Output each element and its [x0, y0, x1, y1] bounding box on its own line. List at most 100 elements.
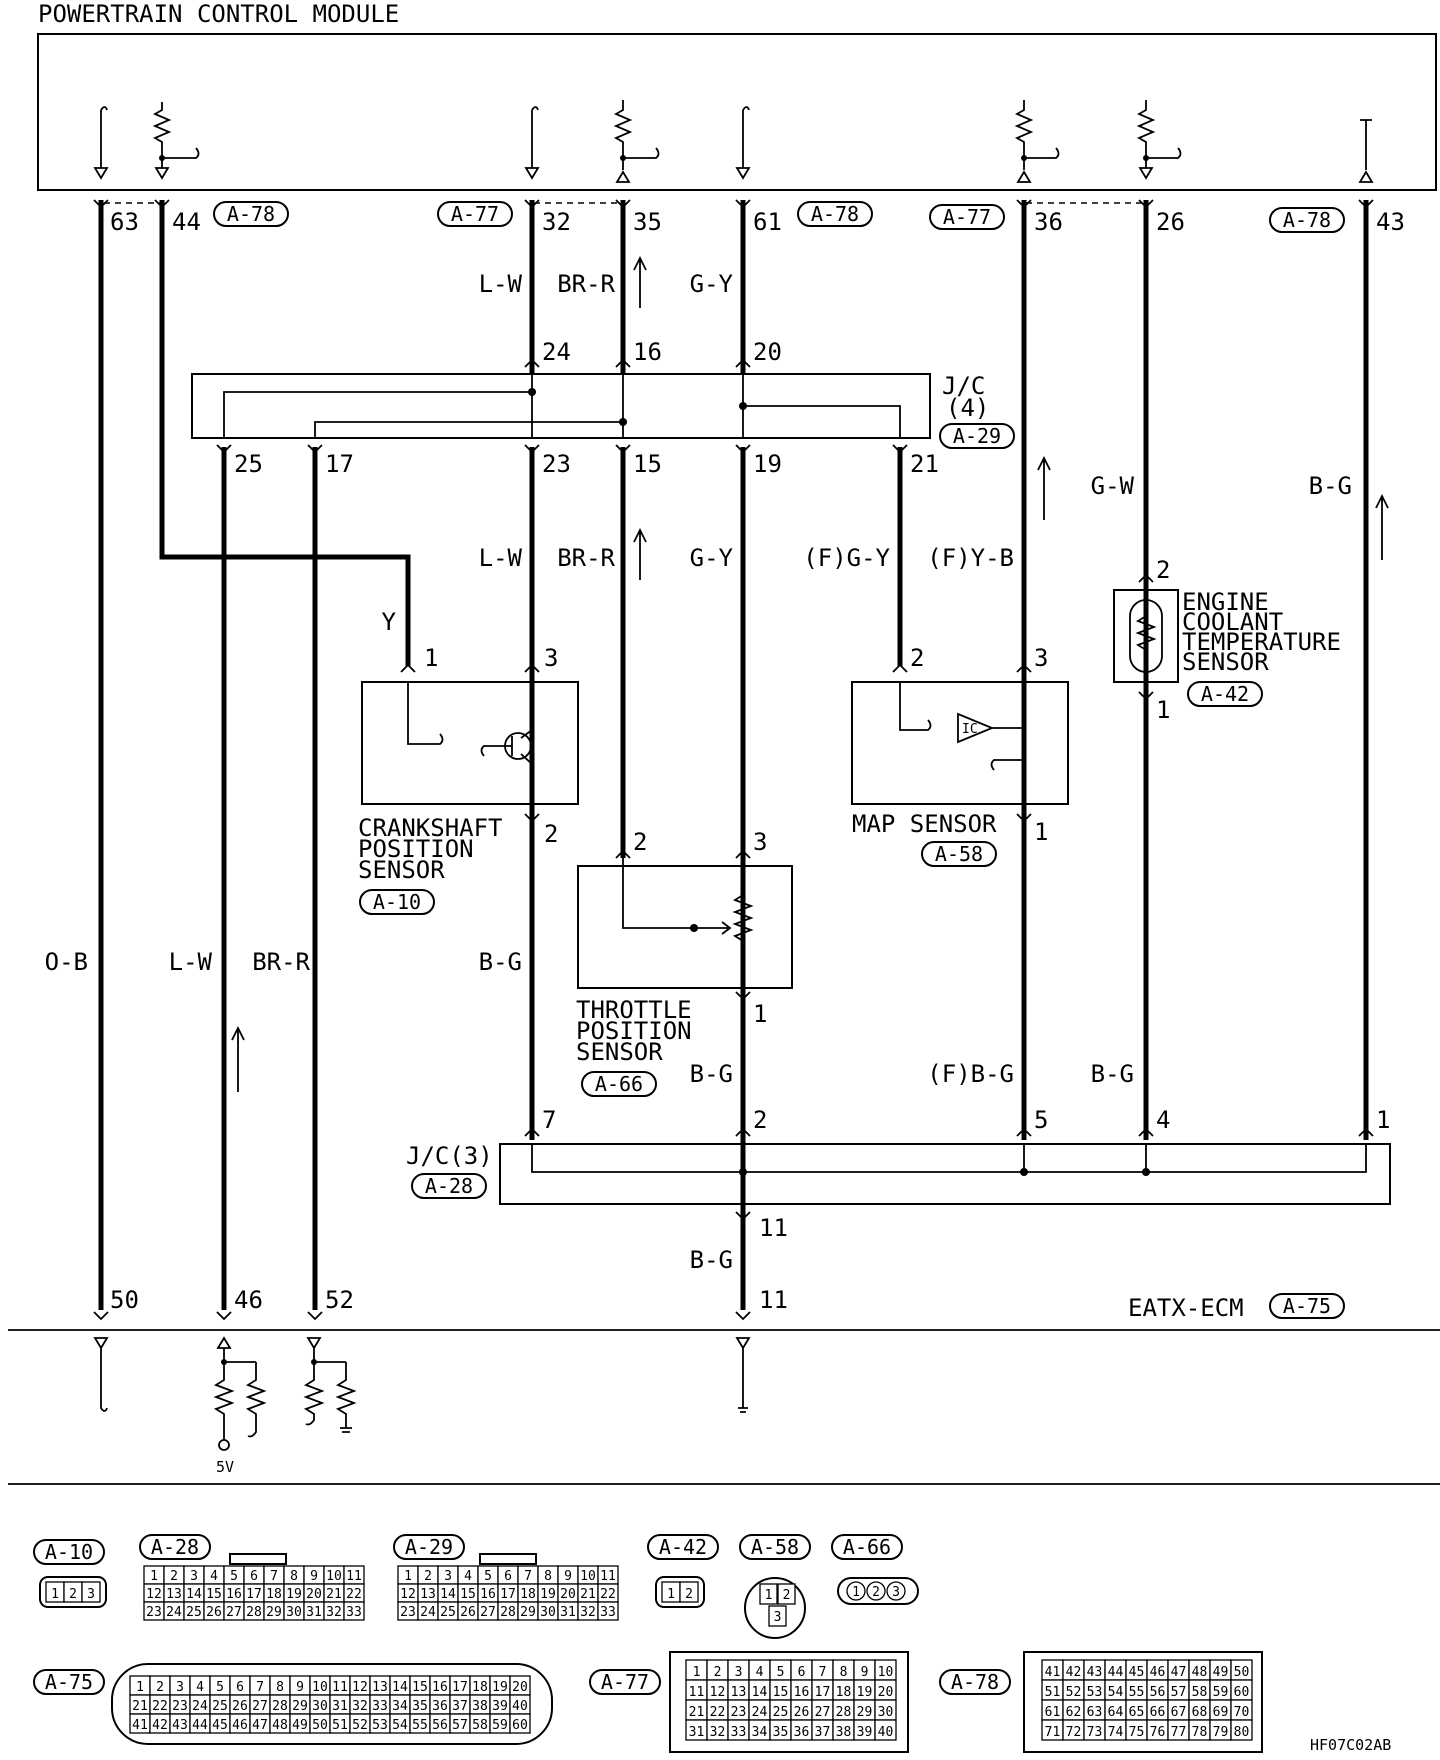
connector-pin: 41: [1045, 1665, 1061, 1680]
connector-pin: 40: [512, 1699, 528, 1714]
connector-pin: 2: [156, 1680, 164, 1695]
wire-label-brr-3: BR-R: [252, 948, 310, 976]
jc4-pin-15: 15: [633, 450, 662, 478]
connector-pin: 24: [192, 1699, 208, 1714]
wire-label-gy-2: G-Y: [690, 544, 734, 572]
connector-pin: 6: [236, 1680, 244, 1695]
connector-pin: 80: [1234, 1725, 1250, 1740]
svg-text:A-75: A-75: [45, 1670, 93, 1694]
connector-pin: 24: [420, 1605, 436, 1620]
connector-pin: 8: [840, 1665, 848, 1680]
connector-pin: 32: [580, 1605, 596, 1620]
connector-pin: 46: [232, 1718, 248, 1733]
connector-pin: 7: [524, 1569, 532, 1584]
jc3-pin-7: 7: [542, 1106, 556, 1134]
connector-pin: 65: [1129, 1705, 1145, 1720]
connector-pin: 37: [815, 1725, 831, 1740]
module-title: POWERTRAIN CONTROL MODULE: [38, 0, 399, 28]
connector-pin: 39: [492, 1699, 508, 1714]
connector-pin: 15: [206, 1587, 222, 1602]
connector-pin: 18: [266, 1587, 282, 1602]
connector-pin: 42: [1066, 1665, 1082, 1680]
connector-pin: 19: [492, 1680, 508, 1695]
ecm-5v-label: 5V: [216, 1458, 234, 1476]
connector-pin: 23: [172, 1699, 188, 1714]
connector-pin: 11: [600, 1569, 616, 1584]
connector-pin: 33: [346, 1605, 362, 1620]
pin-44: 44: [172, 208, 201, 236]
wire-label-fbg: (F)B-G: [927, 1060, 1014, 1088]
tps-name-2: POSITION: [576, 1017, 692, 1045]
ect-name-4: SENSOR: [1182, 648, 1269, 676]
connector-pin: 16: [794, 1685, 810, 1700]
map-name: MAP SENSOR: [852, 810, 997, 838]
connector-pin: 26: [206, 1605, 222, 1620]
svg-text:A-42: A-42: [1201, 682, 1249, 706]
connector-pin: 22: [600, 1587, 616, 1602]
connector-pin: 21: [689, 1705, 705, 1720]
tps-name-1: THROTTLE: [576, 996, 692, 1024]
connector-pin: 60: [512, 1718, 528, 1733]
connector-pin: 43: [1087, 1665, 1103, 1680]
connector-pin: 3: [176, 1680, 184, 1695]
connector-pin: 28: [246, 1605, 262, 1620]
connector-pin: 70: [1234, 1705, 1250, 1720]
connector-pin: 49: [1213, 1665, 1229, 1680]
connector-pin: 6: [798, 1665, 806, 1680]
jc3-pin-2: 2: [753, 1106, 767, 1134]
ect-name-2: COOLANT: [1182, 608, 1283, 636]
wire-label-ob: O-B: [45, 948, 88, 976]
jc4-pin-25: 25: [234, 450, 263, 478]
map-sensor: IC: [851, 663, 1069, 823]
map-connector-tag: A-58: [921, 841, 997, 867]
connector-pin: 16: [432, 1680, 448, 1695]
engine-coolant-temperature-sensor: [1113, 573, 1179, 701]
connector-pin: 33: [600, 1605, 616, 1620]
connector-pin: 3: [190, 1569, 198, 1584]
connector-pin: 17: [246, 1587, 262, 1602]
pcm-internal-symbols: [93, 100, 1374, 183]
ect-pin-1: 1: [1156, 696, 1170, 724]
connector-pin: 29: [520, 1605, 536, 1620]
ecm-boundary: [8, 1329, 1440, 1485]
jc3-pin-5: 5: [1034, 1106, 1048, 1134]
jc4-connector-tag: A-29: [939, 423, 1015, 449]
junction-connector-4: [191, 358, 931, 454]
connector-tag-a77-1: A-77: [437, 201, 513, 227]
connector-pin: 52: [352, 1718, 368, 1733]
ckp-name-1: CRANKSHAFT: [358, 814, 503, 842]
svg-text:A-10: A-10: [45, 1540, 93, 1564]
connector-pin: 78: [1192, 1725, 1208, 1740]
connector-pin: 29: [266, 1605, 282, 1620]
connector-pin: 4: [464, 1569, 472, 1584]
ecm-pin-52: 52: [325, 1286, 354, 1314]
connector-pin: 16: [226, 1587, 242, 1602]
svg-text:A-66: A-66: [843, 1535, 891, 1559]
connector-pin: 26: [794, 1705, 810, 1720]
connector-pin: 56: [1150, 1685, 1166, 1700]
connector-pin: 47: [252, 1718, 268, 1733]
svg-text:A-78: A-78: [227, 202, 275, 226]
connector-pin: 49: [292, 1718, 308, 1733]
connector-pin: 8: [290, 1569, 298, 1584]
connector-tag-a78-2: A-78: [797, 201, 873, 227]
ecm-label: EATX-ECM: [1128, 1294, 1244, 1322]
connector-pin: 38: [836, 1725, 852, 1740]
connector-pin: 33: [731, 1725, 747, 1740]
connector-pin: 15: [412, 1680, 428, 1695]
ecm-pin-50: 50: [110, 1286, 139, 1314]
connector-pin: 25: [773, 1705, 789, 1720]
connector-pin: 2: [69, 1587, 77, 1602]
connector-tag-a78-1: A-78: [213, 201, 289, 227]
jc3-title: J/C(3): [406, 1142, 493, 1170]
tps-pin-2: 2: [633, 828, 647, 856]
wire-label-bg-2: B-G: [479, 948, 522, 976]
jc4-number: (4): [946, 394, 989, 422]
connector-pin: 17: [452, 1680, 468, 1695]
svg-text:IC: IC: [962, 722, 978, 737]
connector-pin: 9: [296, 1680, 304, 1695]
ecm-internal-symbols: [93, 1336, 751, 1451]
connector-pin: 28: [272, 1699, 288, 1714]
